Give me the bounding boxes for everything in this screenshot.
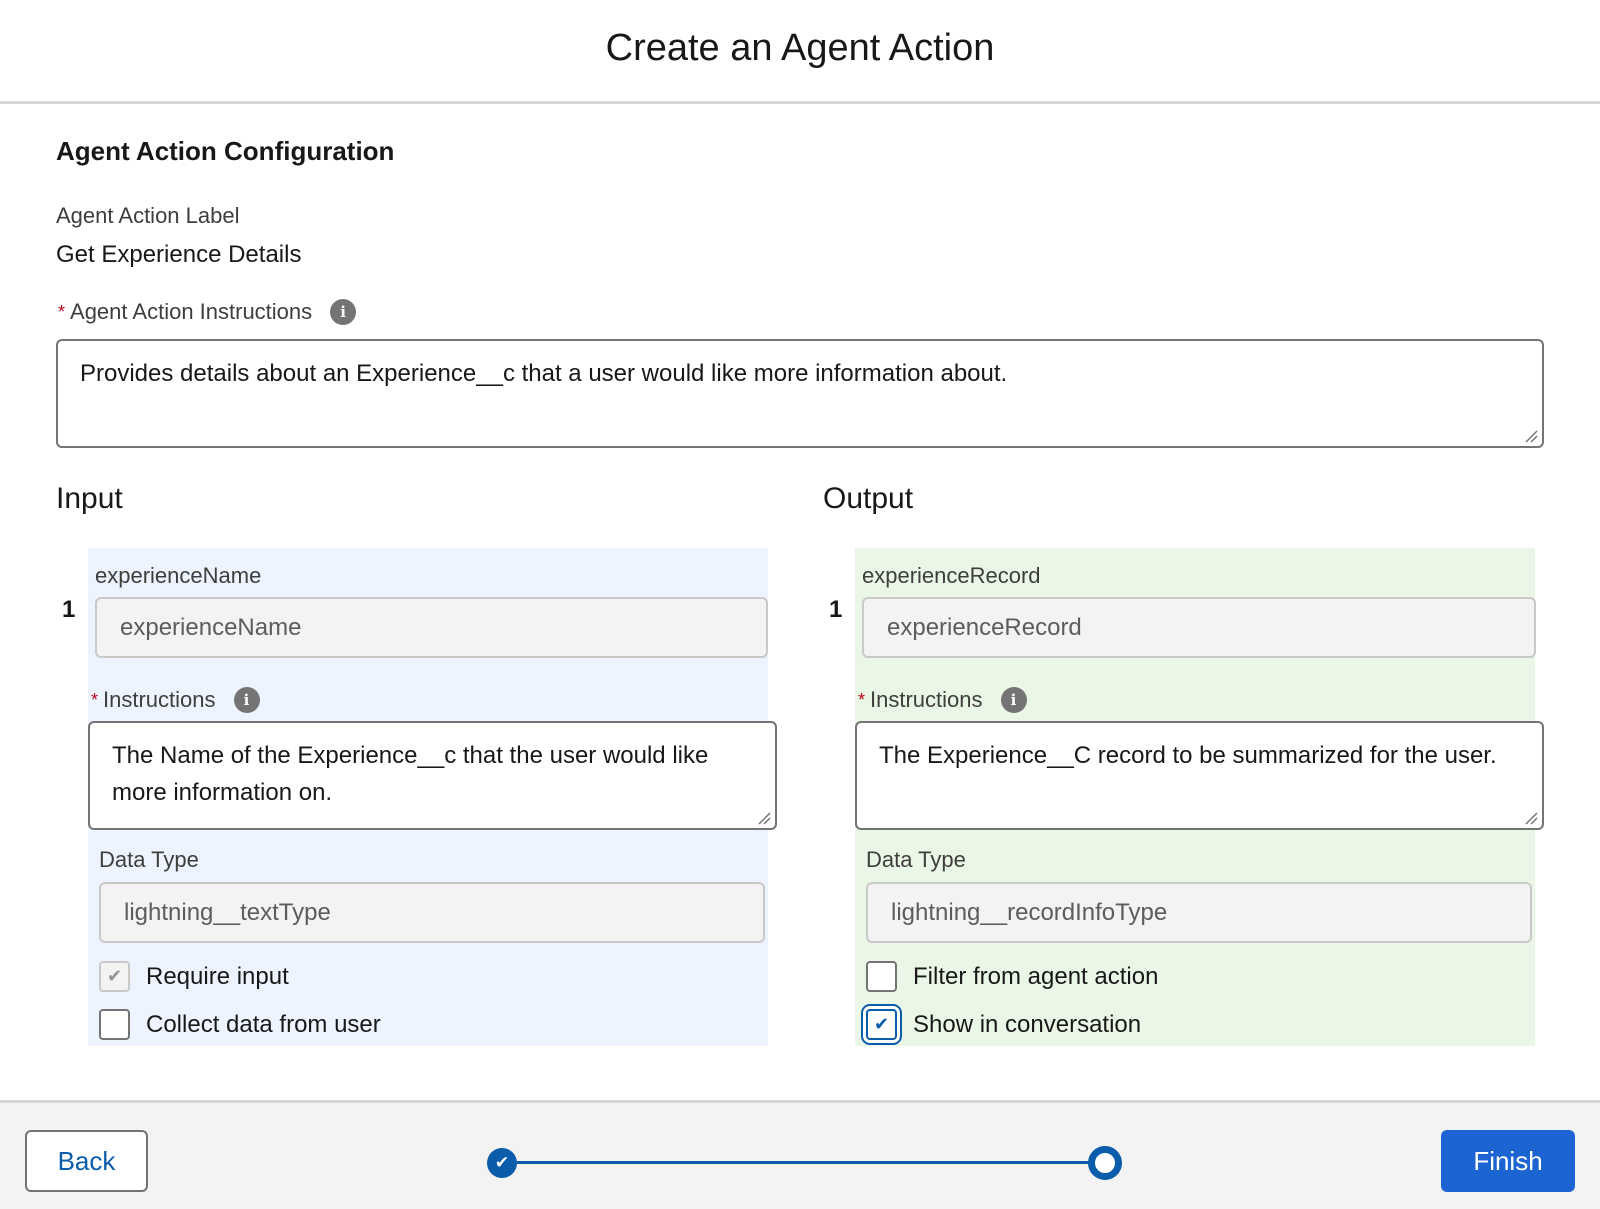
check-icon: ✔ [494, 1153, 510, 1172]
input-heading: Input [56, 482, 123, 515]
input-instructions-text: The Name of the Experience__c that the u… [112, 742, 709, 806]
info-icon[interactable]: i [1000, 687, 1027, 713]
required-marker: * [58, 301, 66, 322]
instructions-label-text: Agent Action Instructions [70, 299, 313, 324]
section-title: Agent Action Configuration [56, 136, 395, 166]
resize-handle-icon[interactable] [1524, 429, 1538, 443]
collect-data-checkbox-row: Collect data from user [99, 1009, 381, 1040]
input-param-field[interactable]: experienceName [95, 597, 768, 658]
require-input-checkbox[interactable]: ✔ [99, 961, 130, 992]
progress-indicator: ✔ [487, 1145, 1122, 1180]
require-input-checkbox-row: ✔ Require input [99, 961, 289, 992]
output-row-number: 1 [829, 596, 843, 623]
filter-from-agent-action-label: Filter from agent action [913, 962, 1159, 990]
collect-data-checkbox[interactable] [99, 1009, 130, 1040]
agent-action-instructions-text: Provides details about an Experience__c … [80, 360, 1008, 387]
input-data-type-field[interactable]: lightning__textType [99, 882, 765, 943]
agent-action-label-value: Get Experience Details [56, 241, 302, 268]
input-instructions-label-text: Instructions [103, 687, 216, 712]
required-marker: * [91, 689, 99, 710]
info-icon[interactable]: i [233, 687, 260, 713]
input-instructions-textarea[interactable]: The Name of the Experience__c that the u… [88, 721, 777, 830]
progress-track [517, 1161, 1092, 1164]
collect-data-label: Collect data from user [146, 1010, 381, 1038]
back-button[interactable]: Back [25, 1130, 148, 1192]
agent-action-instructions-textarea[interactable]: Provides details about an Experience__c … [56, 339, 1544, 448]
show-in-conversation-checkbox-row: ✔ Show in conversation [866, 1009, 1141, 1040]
progress-step-current[interactable] [1088, 1146, 1122, 1180]
output-instructions-text: The Experience__C record to be summarize… [879, 742, 1497, 769]
output-instructions-textarea[interactable]: The Experience__C record to be summarize… [855, 721, 1544, 830]
filter-from-agent-action-checkbox[interactable] [866, 961, 897, 992]
check-icon: ✔ [873, 1014, 890, 1034]
resize-handle-icon[interactable] [1524, 811, 1538, 825]
show-in-conversation-label: Show in conversation [913, 1010, 1142, 1038]
modal-header: Create an Agent Action [0, 0, 1600, 104]
output-instructions-label-text: Instructions [870, 687, 983, 712]
required-marker: * [858, 689, 866, 710]
info-icon[interactable]: i [330, 299, 357, 325]
finish-button[interactable]: Finish [1441, 1130, 1575, 1192]
filter-checkbox-row: Filter from agent action [866, 961, 1158, 992]
modal-footer: Back ✔ Finish [0, 1100, 1600, 1209]
require-input-label: Require input [146, 962, 289, 990]
input-data-type-label: Data Type [99, 847, 199, 872]
resize-handle-icon[interactable] [757, 811, 771, 825]
progress-step-complete[interactable]: ✔ [487, 1148, 517, 1178]
output-param-label: experienceRecord [862, 563, 1041, 588]
output-heading: Output [823, 482, 914, 515]
show-in-conversation-checkbox[interactable]: ✔ [866, 1009, 897, 1040]
output-data-type-field[interactable]: lightning__recordInfoType [866, 882, 1532, 943]
modal-title: Create an Agent Action [605, 27, 995, 69]
input-row-number: 1 [62, 596, 76, 623]
check-icon: ✔ [106, 966, 123, 986]
output-instructions-label: * Instructions i [858, 687, 1027, 713]
input-instructions-label: * Instructions i [91, 687, 260, 713]
agent-action-instructions-label: * Agent Action Instructions i [58, 299, 357, 325]
output-data-type-label: Data Type [866, 847, 966, 872]
agent-action-label-caption: Agent Action Label [56, 203, 240, 228]
input-param-label: experienceName [95, 563, 262, 588]
output-param-field[interactable]: experienceRecord [862, 597, 1536, 658]
